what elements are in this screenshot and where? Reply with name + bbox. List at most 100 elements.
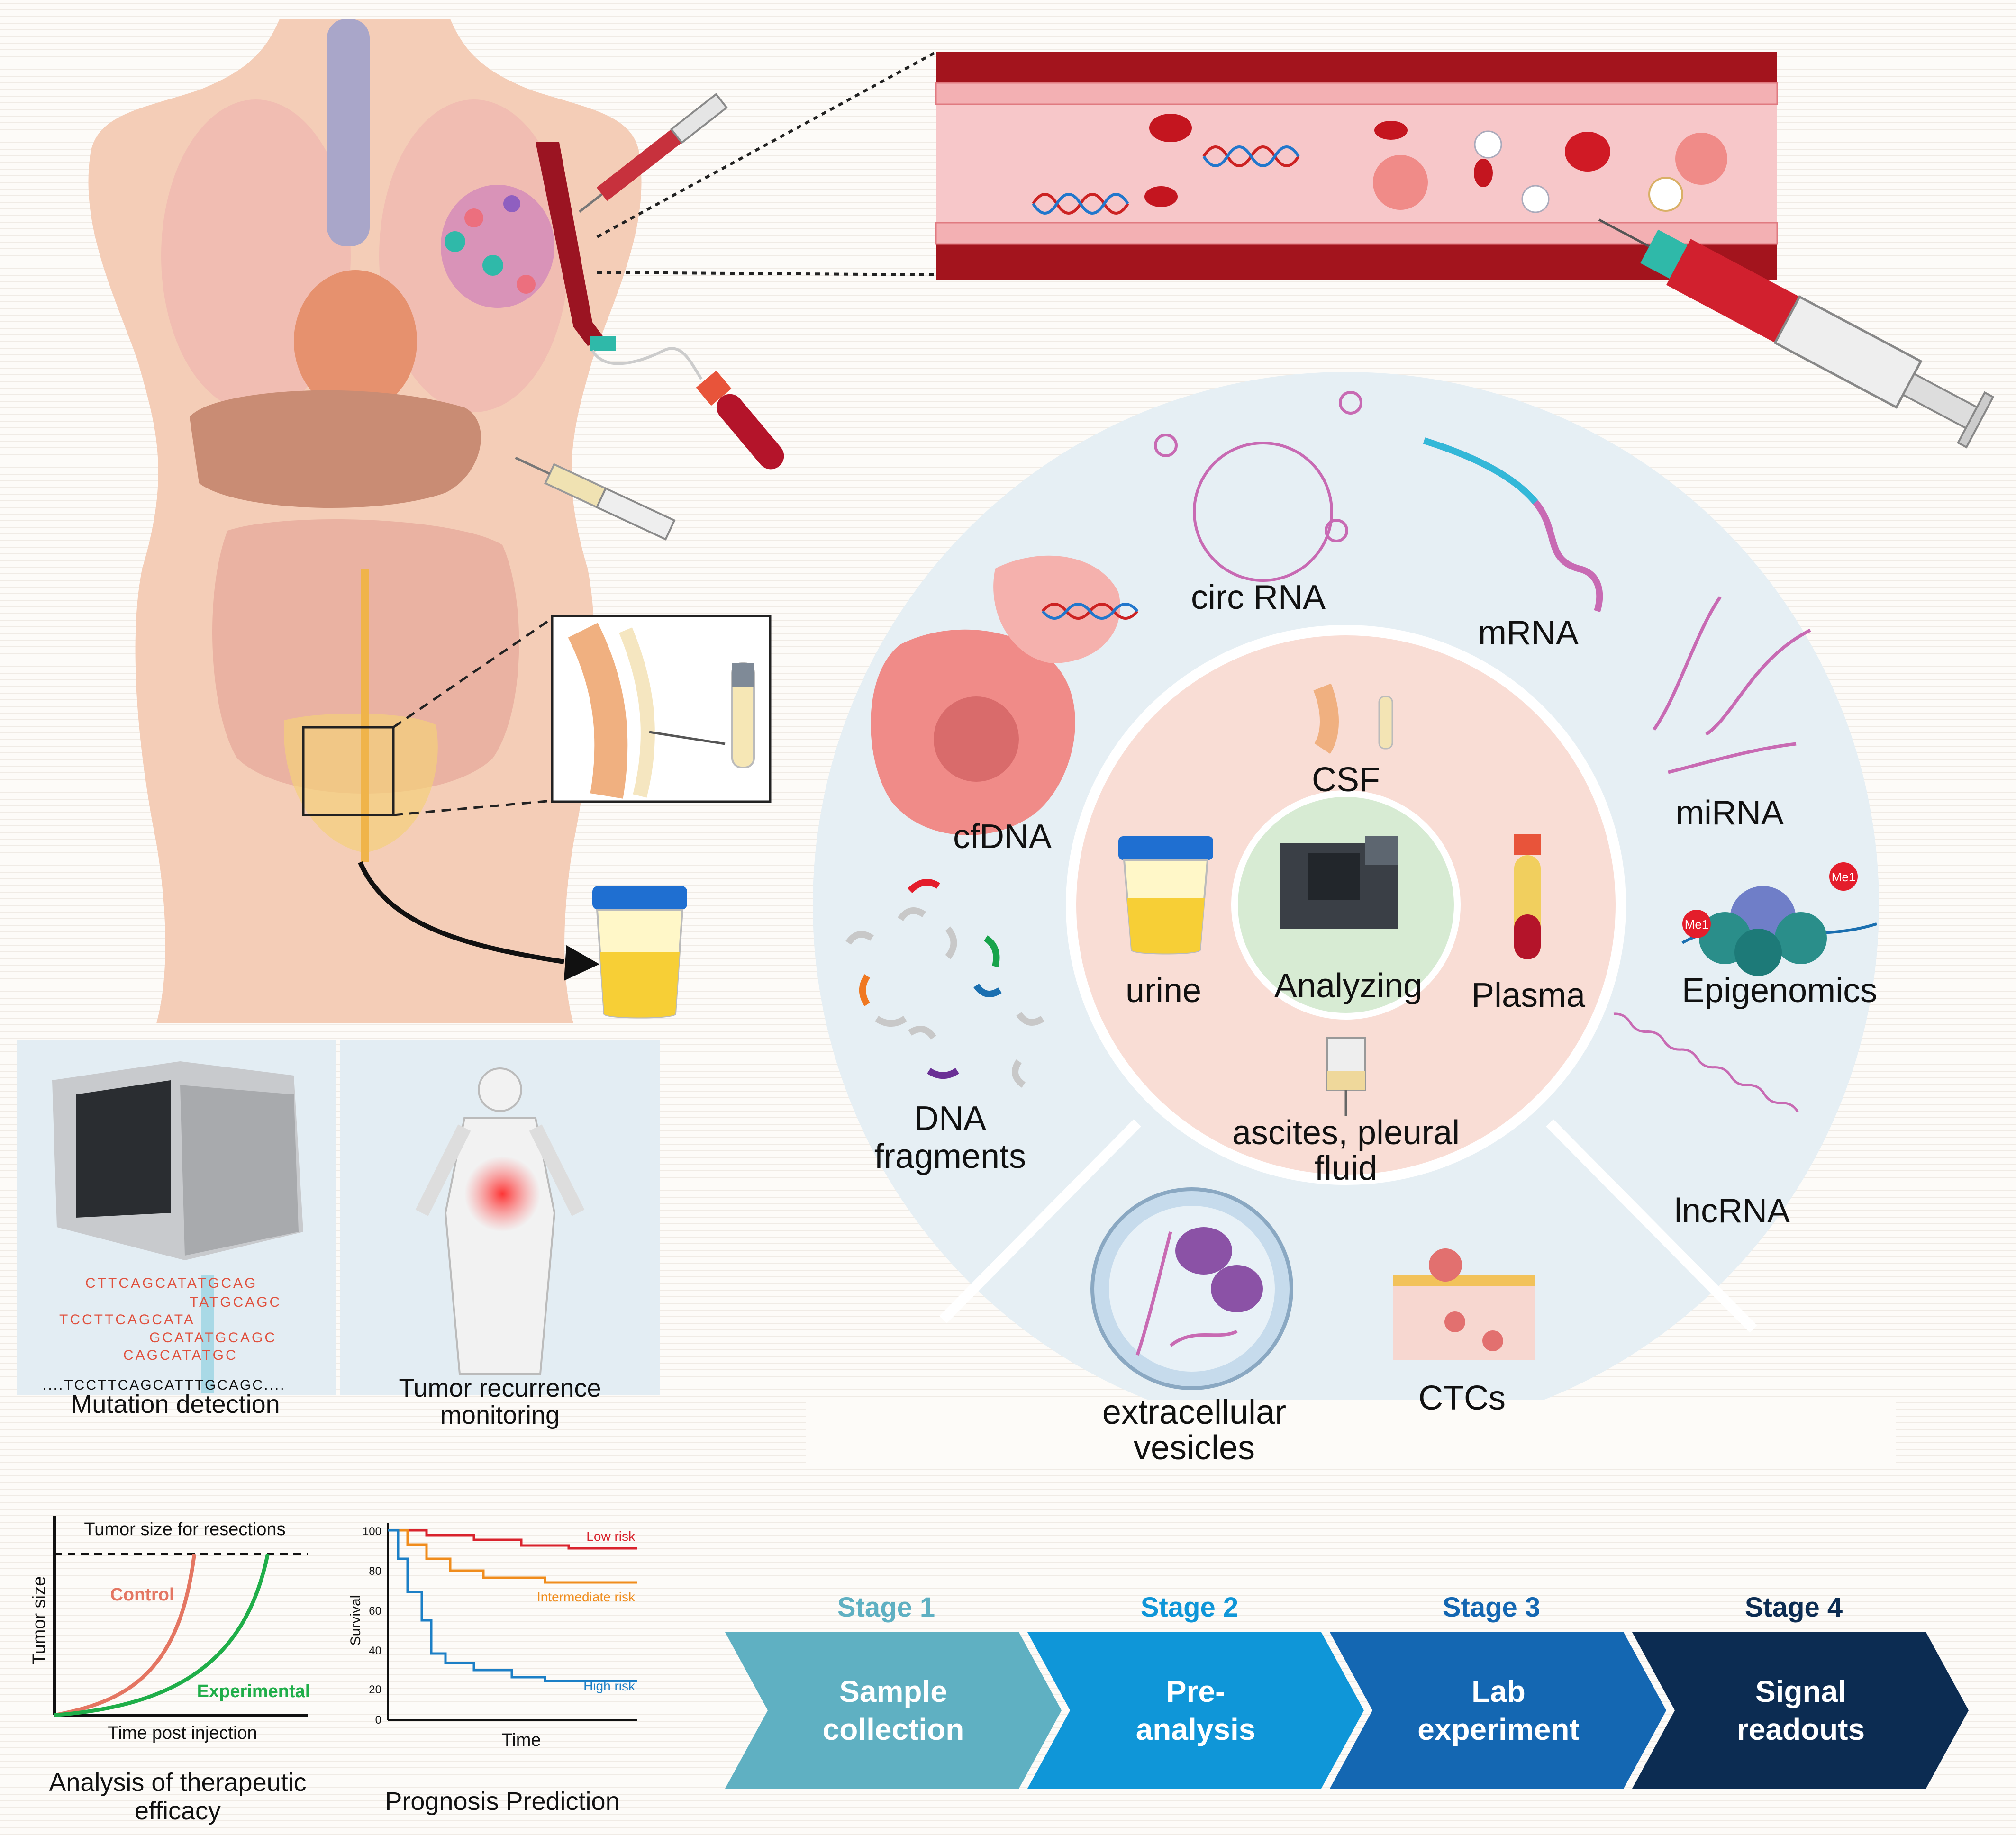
ascites-syringe-icon: [1326, 1037, 1366, 1116]
plasma-tube-icon: [1514, 834, 1541, 959]
stage-3-chevron: [1330, 1632, 1666, 1789]
mutation-detection-label: Mutation detection: [71, 1390, 280, 1419]
sequence-read: CAGCATATGC: [123, 1347, 238, 1363]
trachea: [327, 19, 370, 246]
stage-4-title-line2: readouts: [1737, 1712, 1865, 1746]
syringe-lung: [579, 92, 728, 213]
tumor-vessel: [536, 142, 607, 346]
csf-label: CSF: [1312, 761, 1380, 799]
ev-label-line2: vesicles: [1134, 1429, 1255, 1467]
stage-2-chevron: [1027, 1632, 1364, 1789]
prognosis-label: Prognosis Prediction: [385, 1787, 619, 1816]
stage-4-chevron: [1632, 1632, 1969, 1789]
stage-2-title-line2: analysis: [1136, 1712, 1256, 1746]
tumor-recurrence-label-line1: Tumor recurrence: [399, 1374, 601, 1402]
therapeutic-efficacy-label-line2: efficacy: [135, 1797, 221, 1825]
efficacy-y-axis-label: Tumor size: [29, 1576, 49, 1665]
reference-sequence: ....TCCTTCAGCATTTGCAGC....: [43, 1377, 285, 1393]
nucleosome-icon: [1681, 862, 1877, 976]
urine-label: urine: [1126, 972, 1201, 1010]
red-blood-cell: [1144, 186, 1178, 207]
prognosis-y-tick: 0: [375, 1714, 381, 1727]
sequence-read: TCCTTCAGCATA: [59, 1312, 195, 1328]
threshold-label: Tumor size for resections: [84, 1519, 285, 1539]
red-blood-cell: [1474, 159, 1493, 187]
urine-cup-icon: [1118, 836, 1213, 955]
large-syringe: [1598, 218, 1995, 449]
sequence-read: GCATATGCAGC: [149, 1330, 277, 1346]
heart: [294, 270, 417, 412]
prognosis-x-axis-label: Time: [501, 1730, 541, 1750]
blood-tube: [696, 371, 784, 470]
low-risk-label: Low risk: [586, 1529, 636, 1544]
stage-4-title-line1: Signal: [1755, 1674, 1846, 1708]
cfdna-label: cfDNA: [953, 818, 1052, 856]
stage-2-title-line1: Pre-: [1166, 1674, 1226, 1708]
stage-3-title-line2: experiment: [1417, 1712, 1579, 1746]
prognosis-y-tick: 20: [369, 1683, 381, 1696]
therapeutic-efficacy-chart: [53, 1516, 308, 1717]
mirna-icon: [1653, 596, 1811, 774]
syringe-abdomen: [515, 456, 676, 541]
control-curve: [54, 1554, 196, 1717]
efficacy-x-axis-label: Time post injection: [108, 1723, 257, 1743]
circulating-tumor-cell: [1373, 155, 1428, 210]
stage-chevrons: [725, 1632, 1969, 1789]
mirna-label: miRNA: [1676, 794, 1784, 832]
ctcs-icon: [1393, 1248, 1535, 1360]
high-risk-label: High risk: [583, 1679, 636, 1693]
arrow-to-urine: [564, 945, 599, 981]
stage-4-number: Stage 4: [1745, 1592, 1843, 1623]
sequencer-machine-icon: [52, 1061, 303, 1260]
stage-1-chevron: [725, 1632, 1062, 1789]
experimental-curve: [54, 1554, 270, 1717]
me1-badge: Me1: [1832, 870, 1856, 884]
ctcs-label: CTCs: [1418, 1379, 1506, 1417]
epigenomics-label: Epigenomics: [1682, 972, 1877, 1010]
high-risk-curve: [388, 1529, 637, 1682]
red-blood-cell: [1149, 114, 1192, 142]
stage-1-number: Stage 1: [837, 1592, 935, 1623]
prognosis-chart: [387, 1523, 637, 1721]
dna-fragments-label-line2: fragments: [874, 1138, 1026, 1175]
human-torso-illustration: [88, 19, 784, 1023]
tumor-recurrence-label-line2: monitoring: [440, 1401, 560, 1429]
mrna-label: mRNA: [1478, 614, 1579, 652]
sequence-read: CTTCAGCATATGCAG: [85, 1275, 257, 1291]
me1-badge: Me1: [1685, 917, 1709, 931]
ascites-label-line2: fluid: [1315, 1149, 1377, 1187]
lncrna-icon: [1613, 1012, 1799, 1112]
stage-3-number: Stage 3: [1443, 1592, 1540, 1623]
urine-cup-icon: [592, 886, 687, 1019]
prognosis-y-tick: 100: [363, 1525, 381, 1538]
intermediate-risk-curve: [388, 1529, 637, 1584]
prognosis-y-tick: 60: [369, 1605, 381, 1618]
circ-rna-label: circ RNA: [1191, 579, 1326, 616]
stage-2-number: Stage 2: [1141, 1592, 1238, 1623]
ev-label-line1: extracellular: [1102, 1393, 1286, 1431]
liver: [190, 390, 481, 508]
circulating-tumor-cell: [1675, 133, 1727, 185]
sequence-read: TATGCAGC: [190, 1294, 282, 1310]
blood-vessel-cross-section: [935, 52, 1778, 280]
extracellular-vesicle-icon: [1090, 1187, 1293, 1390]
red-blood-cell: [1374, 121, 1408, 140]
experimental-label: Experimental: [197, 1681, 310, 1701]
lncrna-label: lncRNA: [1674, 1192, 1790, 1230]
dna-fragments-label-line1: DNA: [914, 1100, 986, 1138]
prognosis-y-axis-label: Survival: [348, 1595, 363, 1646]
person-outline-icon: [415, 1067, 585, 1375]
csf-icon: [1313, 683, 1393, 754]
red-blood-cell: [1565, 132, 1610, 172]
low-risk-curve: [388, 1529, 637, 1550]
prognosis-y-tick: 80: [369, 1565, 381, 1578]
stage-1-title-line1: Sample: [839, 1674, 947, 1708]
stage-3-title-line1: Lab: [1471, 1674, 1526, 1708]
plasma-label: Plasma: [1471, 976, 1586, 1014]
variant-highlight: [201, 1275, 214, 1393]
intermediate-risk-label: Intermediate risk: [537, 1590, 636, 1604]
sequencer-icon: [1280, 836, 1398, 929]
ascites-label-line1: ascites, pleural: [1232, 1114, 1460, 1152]
catheter: [590, 336, 616, 351]
